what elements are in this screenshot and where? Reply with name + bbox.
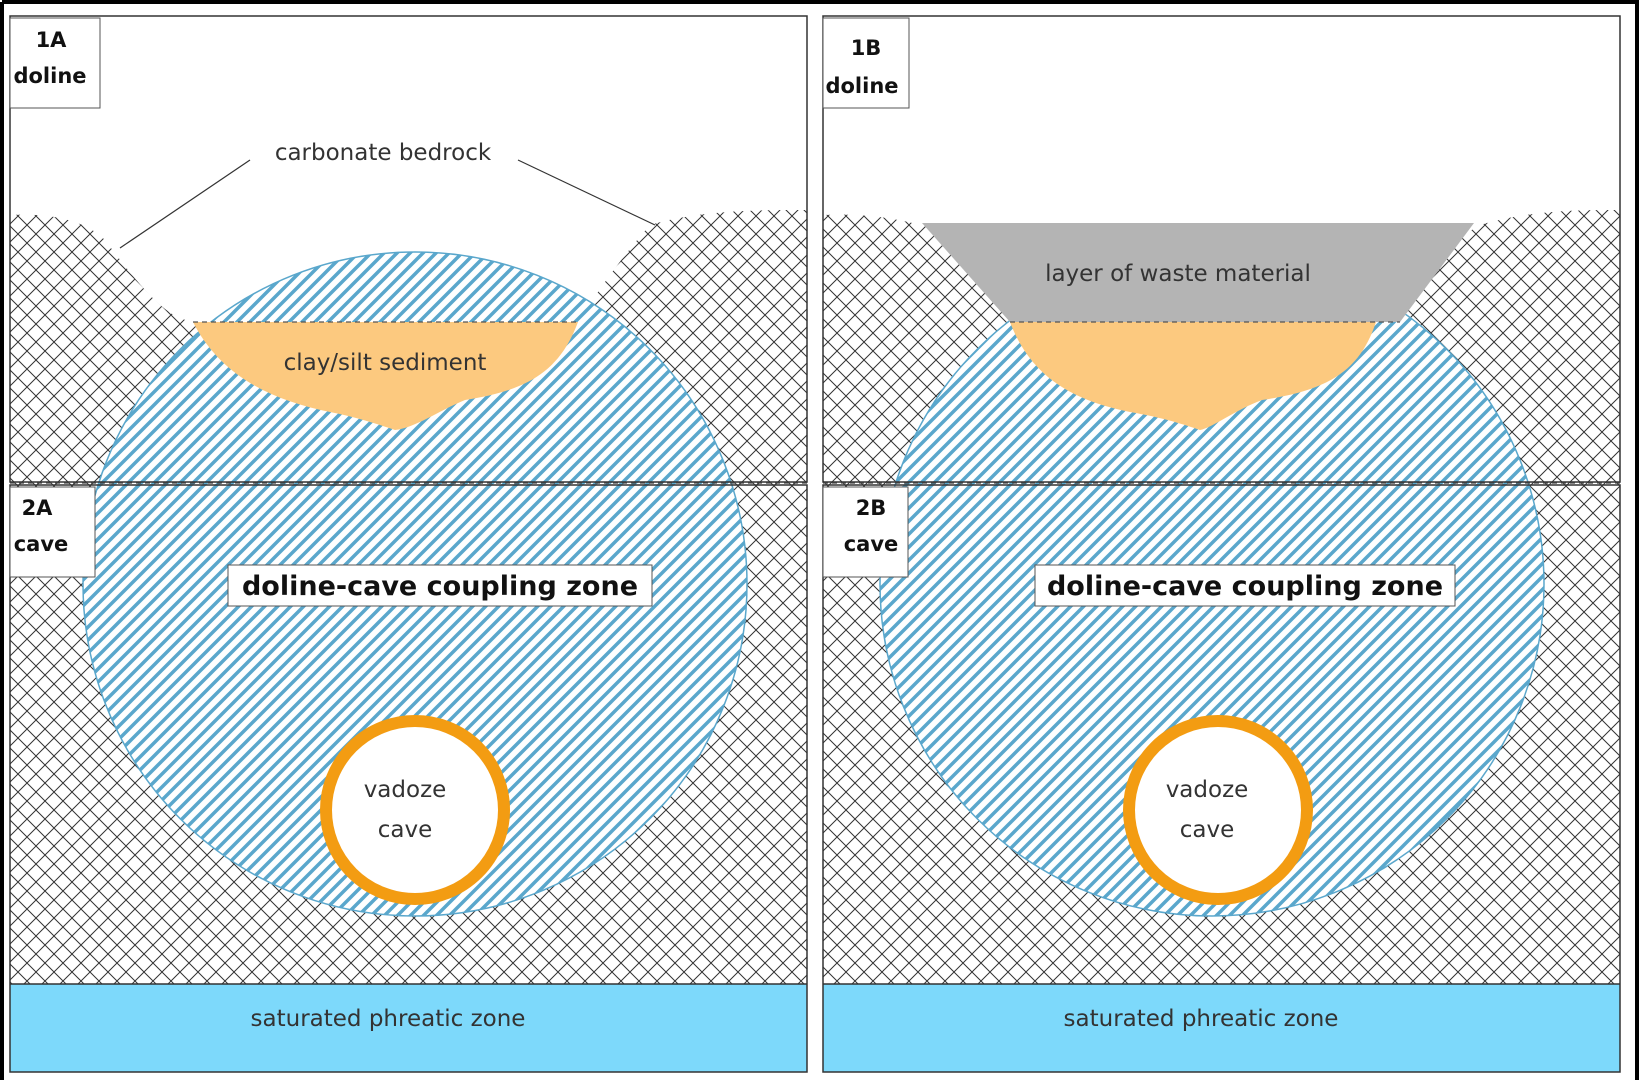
coupling-label-box-a: doline-cave coupling zone <box>227 564 653 607</box>
sediment-label: clay/silt sediment <box>284 350 487 376</box>
cave-label-a: cave <box>14 532 69 556</box>
doline-label-box-a: 1A doline <box>9 17 101 109</box>
cave-label-box-a: 2A cave <box>9 486 96 578</box>
cave-text-line2-a: cave <box>378 817 433 843</box>
cave-text-line1-a: vadoze <box>364 777 447 803</box>
doline-id-a: 1A <box>36 28 68 52</box>
coupling-label-b: doline-cave coupling zone <box>1047 571 1443 602</box>
waste-label: layer of waste material <box>1045 261 1311 287</box>
cave-id-b: 2B <box>856 496 887 520</box>
cave-label-box-b: 2B cave <box>822 486 909 578</box>
phreatic-label-a: saturated phreatic zone <box>251 1006 526 1032</box>
vadose-cave-b <box>1123 715 1313 905</box>
bedrock-label: carbonate bedrock <box>275 140 492 166</box>
doline-label-b: doline <box>825 74 898 98</box>
waste-layer-b <box>922 223 1474 322</box>
cave-label-b: cave <box>844 532 899 556</box>
cave-text-line1-b: vadoze <box>1166 777 1249 803</box>
sediment-a <box>193 322 578 430</box>
panel-b <box>823 210 1620 1072</box>
phreatic-zone-a <box>10 984 807 1072</box>
cave-text-line2-b: cave <box>1180 817 1235 843</box>
phreatic-label-b: saturated phreatic zone <box>1064 1006 1339 1032</box>
vadose-cave-a <box>320 715 510 905</box>
phreatic-zone-b <box>823 984 1620 1072</box>
doline-label-box-b: 1B doline <box>822 17 910 109</box>
coupling-label-box-b: doline-cave coupling zone <box>1034 564 1456 607</box>
sediment-b <box>1010 322 1376 430</box>
panel-a <box>10 210 807 1072</box>
coupling-label-a: doline-cave coupling zone <box>242 571 638 602</box>
doline-id-b: 1B <box>851 36 882 60</box>
cave-id-a: 2A <box>22 496 54 520</box>
doline-label-a: doline <box>13 64 86 88</box>
